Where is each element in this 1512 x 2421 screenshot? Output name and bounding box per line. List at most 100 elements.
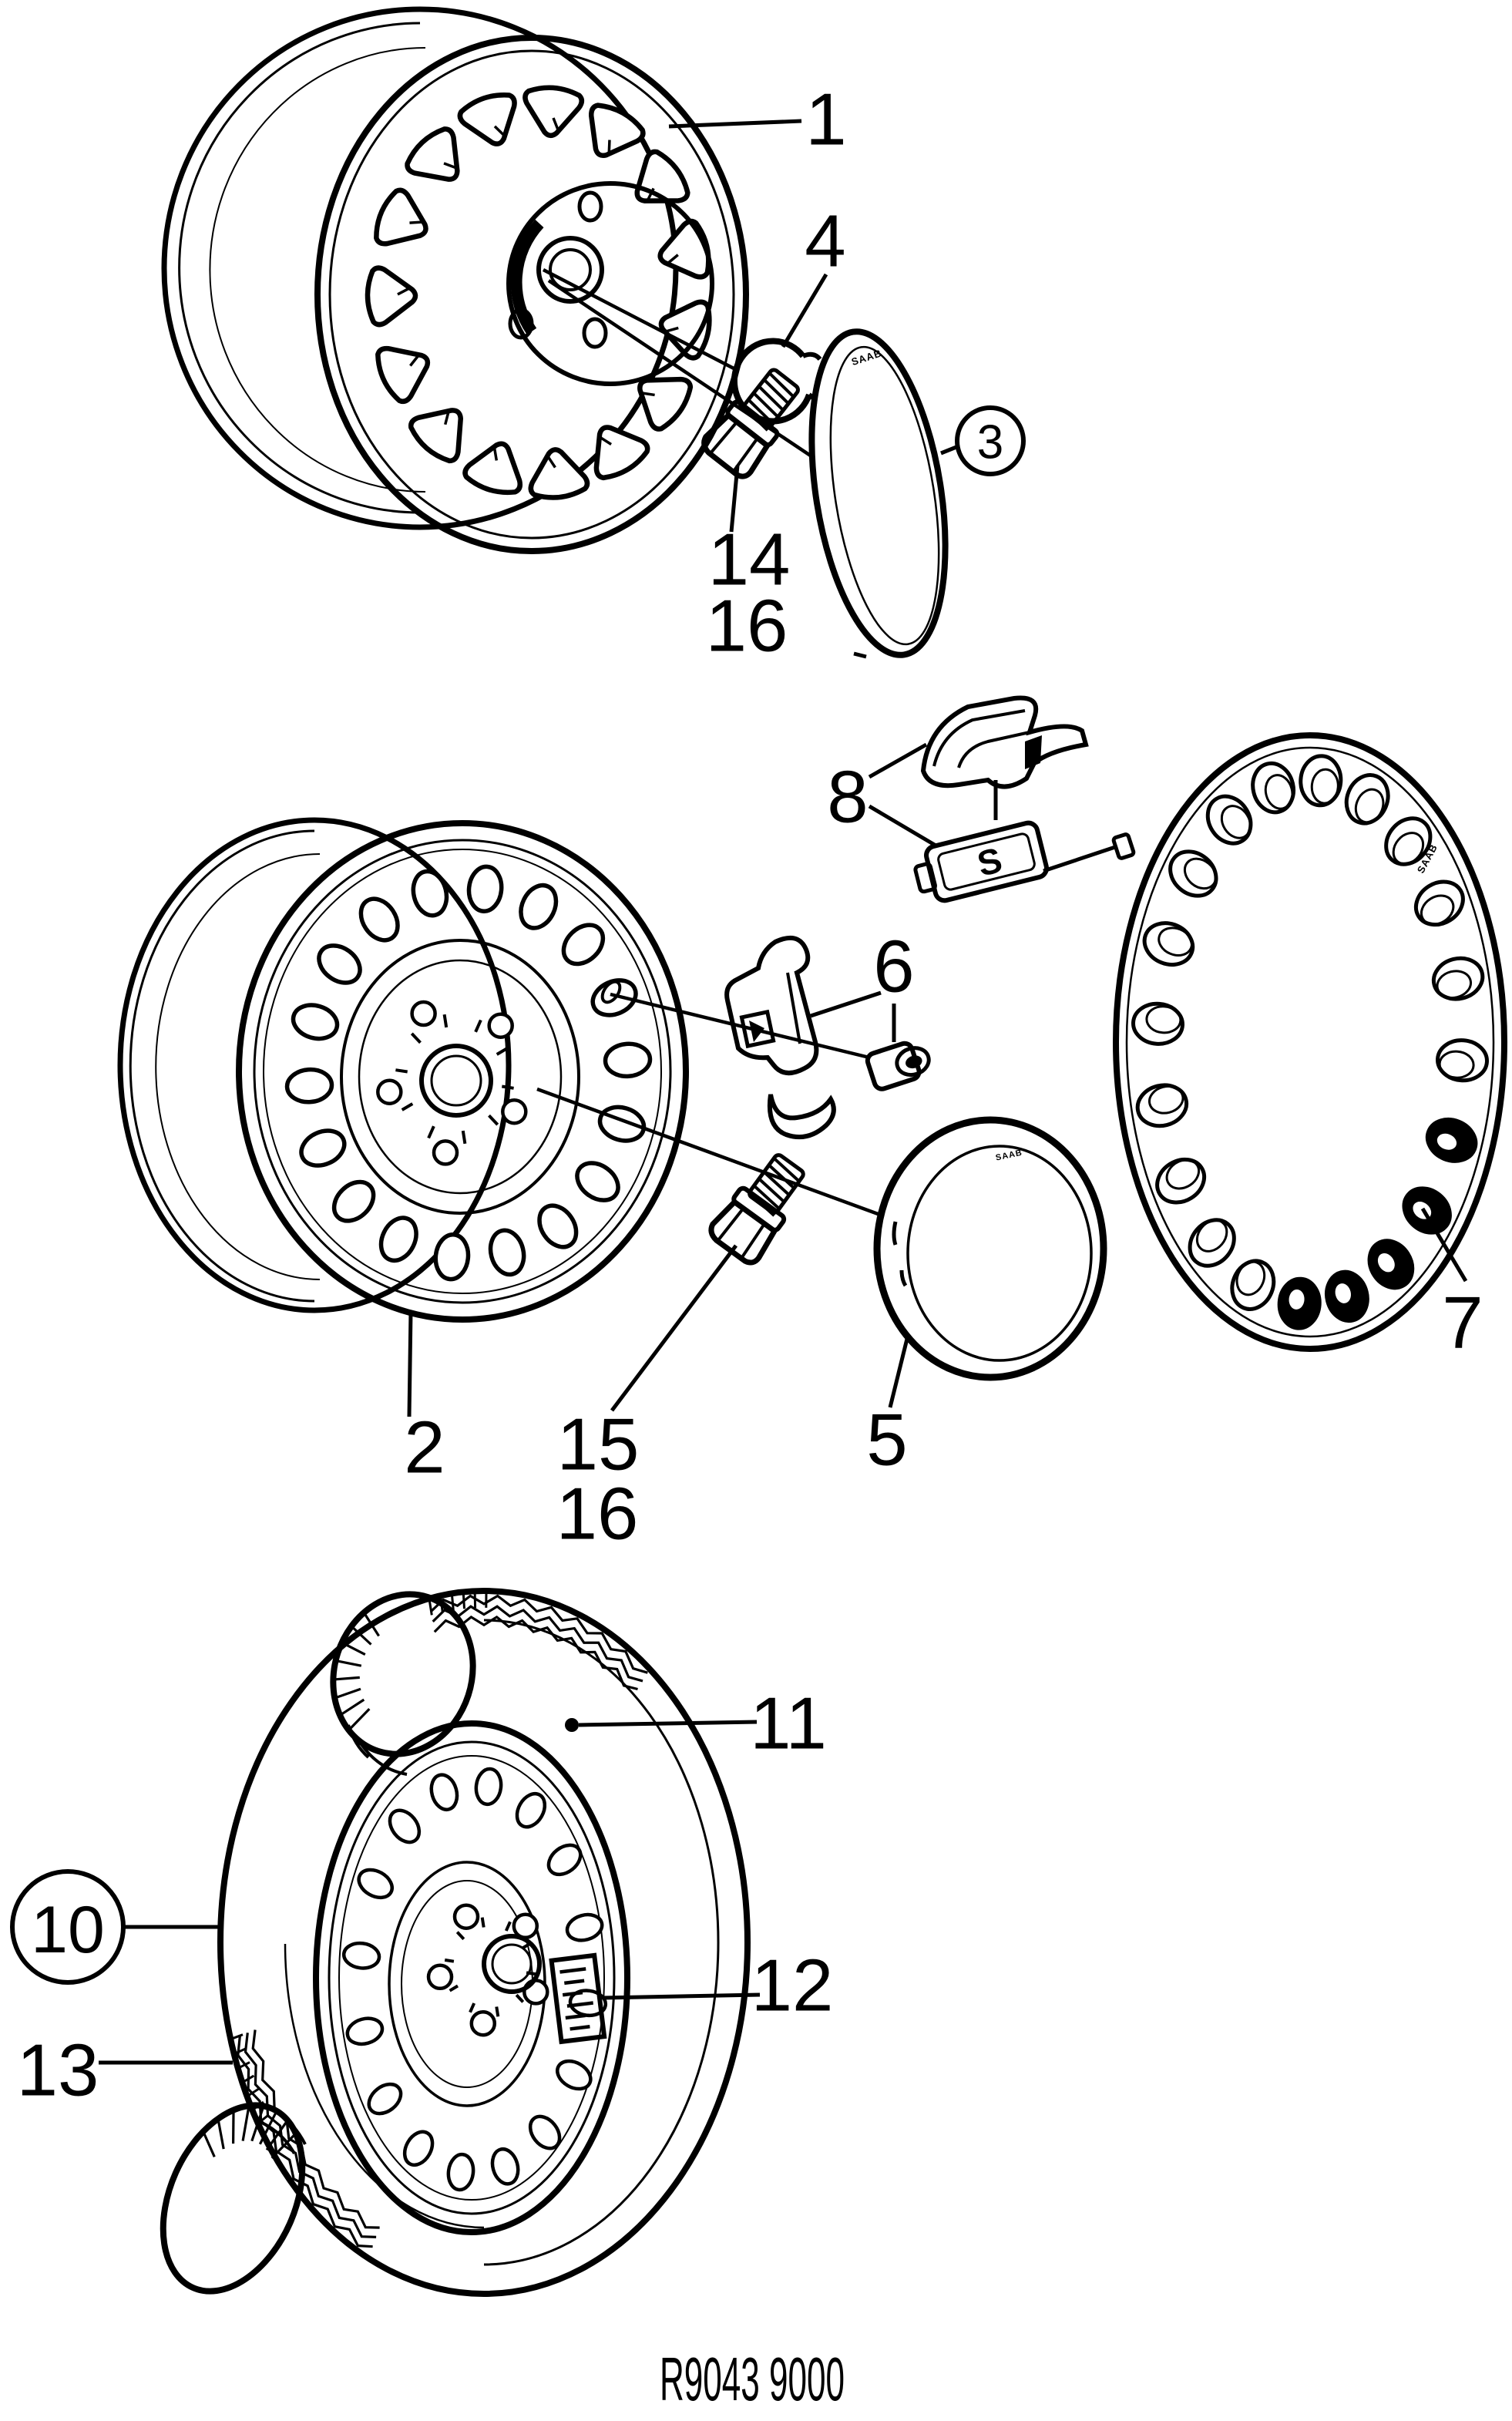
hub-mark	[444, 1958, 455, 1963]
leader-plate-to-cover	[1043, 844, 1118, 873]
steel-vent-hole	[537, 1203, 579, 1249]
cover-hole	[1277, 1276, 1322, 1330]
clip-body	[920, 695, 1089, 789]
steel-vent-hole	[317, 943, 362, 985]
leader-8-upper	[868, 742, 928, 779]
tread-zigzag	[244, 2033, 377, 2238]
hub-mark	[504, 1921, 512, 1932]
alloy-spoke-hole	[637, 376, 694, 432]
spoke-hole-tick	[552, 117, 559, 130]
cover-hole-inner	[1235, 1260, 1266, 1296]
hub-mark	[449, 1984, 459, 1992]
steel-rim-ring-1	[253, 839, 672, 1304]
spare-vent-hole	[546, 1843, 583, 1877]
leader-hub-to-ring	[542, 268, 738, 372]
decal-line	[559, 1967, 586, 1974]
trim-ring-brand-text: SAAB	[995, 1148, 1023, 1163]
spare-vent-hole	[341, 1941, 381, 1970]
alloy-spoke-hole	[374, 187, 428, 247]
steel-vent-hole	[411, 869, 449, 918]
cover-hole	[1367, 1239, 1415, 1290]
steel-wheel-face	[236, 820, 689, 1323]
valve-bracket	[724, 935, 836, 1139]
steel-center-bore-inner	[430, 1054, 482, 1107]
alloy-spoke-hole	[365, 265, 418, 328]
clip-end-face	[1025, 735, 1042, 769]
lug-hole	[469, 2009, 497, 2037]
bracket-nut	[865, 1041, 931, 1091]
bracket-slot	[786, 972, 801, 1044]
lug-hole	[376, 1078, 403, 1105]
bolt-head	[708, 1198, 778, 1266]
leader-11-dot	[565, 1718, 579, 1732]
thread-line	[758, 385, 785, 412]
cover-hole-inner	[1335, 1283, 1352, 1303]
hub-mark	[461, 1130, 467, 1145]
spare-vent-hole	[429, 1773, 459, 1812]
hub-mark	[455, 1931, 465, 1941]
fold-top-lobe	[330, 1591, 476, 1757]
spare-vent-hole	[490, 2147, 520, 2186]
alloy-center-bore	[536, 236, 604, 304]
wheel-cover: SAAB	[1111, 732, 1507, 1352]
retaining-ring-body	[731, 338, 812, 425]
spoke-hole-outline	[522, 85, 585, 139]
callout-6-label: 6	[873, 926, 914, 1008]
spoke-hole-tick	[409, 220, 422, 224]
spare-rim-ring-1	[328, 1740, 616, 2215]
cover-hole-outline	[1168, 849, 1218, 898]
fold-top-creases	[347, 1724, 408, 1776]
cover-hole	[1131, 1001, 1184, 1046]
cover-hole-outline	[1344, 773, 1390, 825]
steel-vent-hole	[358, 896, 400, 943]
steel-vent-hole	[519, 883, 559, 930]
wheel-cover-disc	[1113, 732, 1507, 1352]
spare-tire-casing	[217, 1588, 751, 2297]
callout-1-label: 1	[805, 79, 846, 161]
retaining-ring-hook	[801, 351, 822, 361]
nut-socket	[906, 1055, 922, 1069]
callout-3-label: 3	[977, 416, 1003, 469]
lug-hole	[452, 1903, 480, 1930]
spoke-hole-outline	[657, 218, 711, 280]
spoke-hole-outline	[634, 149, 690, 203]
alloy-lug-hole	[508, 308, 534, 340]
hub-mark	[395, 1068, 408, 1074]
tread-zigzag	[237, 2035, 373, 2248]
alloy-spoke-hole	[528, 447, 590, 500]
leader-3	[940, 445, 957, 456]
alloy-spoke-hole	[408, 408, 464, 464]
spoke-hole-tick	[444, 412, 450, 425]
alloy-barrel-arc-2	[209, 47, 426, 493]
spoke-hole-tick	[409, 355, 419, 367]
leader-5	[888, 1338, 909, 1408]
nut-face	[895, 1046, 931, 1078]
cover-hole-outline	[1142, 921, 1195, 967]
bracket-window	[739, 1009, 776, 1049]
cover-hole-outline	[1188, 1218, 1236, 1268]
steel-hub	[376, 1000, 528, 1166]
spare-vent-hole	[474, 1767, 503, 1807]
hub-cap-disc	[808, 328, 949, 658]
alloy-lug-hole	[582, 317, 608, 349]
hub-mark	[515, 1993, 525, 2003]
spoke-hole-tick	[397, 287, 409, 296]
alloy-spoke-holes	[365, 85, 712, 500]
thread-line	[768, 372, 795, 398]
figure-reference-code: R9043 9000	[660, 2345, 845, 2413]
cover-hole	[1205, 794, 1253, 846]
cover-hole-inner	[1438, 1050, 1475, 1079]
cover-hole-inner	[1183, 857, 1218, 890]
emblem-plate-inner	[937, 832, 1036, 891]
spoke-hole-outline	[593, 425, 650, 481]
thread-line	[758, 1177, 785, 1203]
bottom-leaders	[99, 1718, 761, 2065]
steel-vent-hole	[561, 923, 606, 967]
alloy-wheel	[161, 6, 749, 554]
leader-12	[602, 1992, 761, 2000]
tread-zigzag	[432, 1605, 643, 1683]
steel-dish-ring-2	[358, 959, 563, 1195]
steel-vent-hole	[575, 1161, 620, 1202]
tread-tick	[230, 2033, 244, 2041]
